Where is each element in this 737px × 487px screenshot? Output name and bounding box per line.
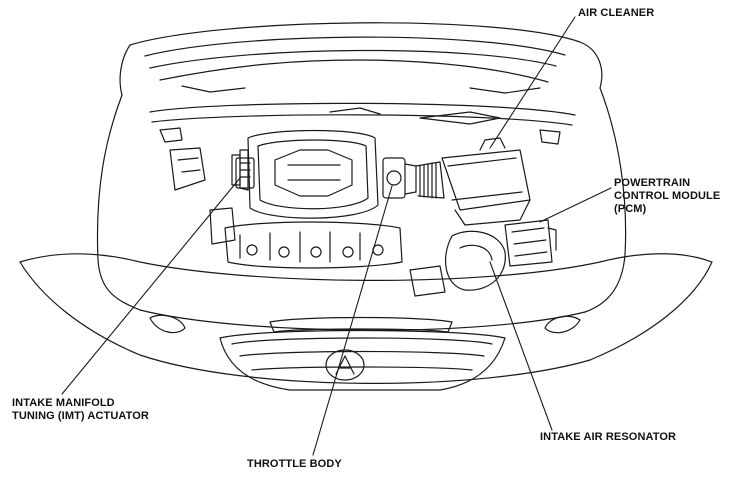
engine-cover (231, 129, 379, 219)
body-outline (19, 87, 713, 384)
leader-resonator (489, 261, 553, 431)
pcm-label: POWERTRAIN CONTROL MODULE (PCM) (614, 177, 720, 216)
leader-imt (61, 177, 241, 395)
air-cleaner-part (415, 137, 531, 226)
leader-throttle (312, 185, 393, 456)
imt-label-line-1: INTAKE MANIFOLD (12, 397, 115, 409)
intake-manifold (209, 207, 403, 269)
imt-label-line-2: TUNING (IMT) ACTUATOR (12, 410, 149, 422)
leader-lines (61, 16, 612, 456)
intake-air-resonator-label: INTAKE AIR RESONATOR (540, 431, 677, 443)
pcm-label-line-3: (PCM) (614, 203, 647, 215)
leader-pcm (539, 187, 612, 223)
pcm-label-line-1: POWERTRAIN (614, 177, 691, 189)
throttle-body-label: THROTTLE BODY (247, 458, 342, 470)
hood (119, 22, 603, 96)
intake-air-resonator-part (409, 230, 506, 297)
throttle-body-part (382, 157, 417, 199)
cowl (149, 102, 576, 191)
imt-actuator-label: INTAKE MANIFOLD TUNING (IMT) ACTUATOR (12, 397, 149, 423)
front-grille (149, 314, 581, 391)
pcm-label-line-2: CONTROL MODULE (614, 190, 721, 202)
imt-actuator-part (235, 157, 255, 189)
leader-air-cleaner (489, 16, 576, 149)
air-cleaner-label: AIR CLEANER (578, 7, 655, 19)
pcm-part (504, 219, 557, 267)
